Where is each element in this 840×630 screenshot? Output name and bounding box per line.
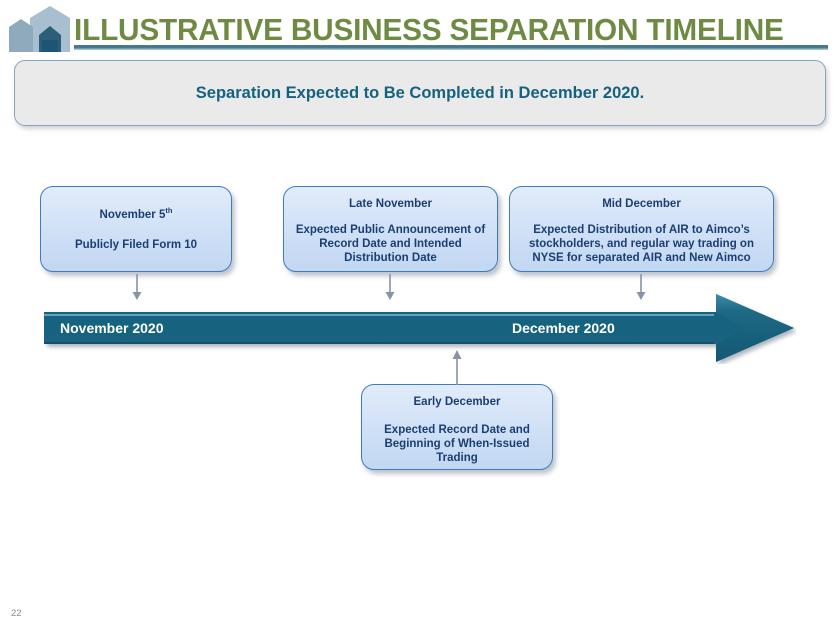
timeline-label-december: December 2020 (512, 320, 615, 336)
houses-logo-icon (6, 5, 72, 53)
title-underline-rule (74, 45, 828, 50)
milestone-body-november-5: Publicly Filed Form 10 (74, 239, 198, 251)
milestone-body-mid-december: Expected Distribution of AIR to Aimco’s … (529, 224, 754, 264)
connector-down-arrow-november-5 (128, 274, 146, 302)
summary-banner: Separation Expected to Be Completed in D… (14, 60, 826, 126)
page-number: 22 (11, 608, 22, 619)
connector-down-arrow-mid-december (632, 274, 650, 302)
ordinal-suffix: th (165, 206, 173, 216)
page-title: ILLUSTRATIVE BUSINESS SEPARATION TIMELIN… (74, 12, 784, 47)
milestone-heading-early-december: Early December (413, 396, 501, 408)
milestone-heading-late-november: Late November (348, 198, 433, 210)
milestone-body-early-december: Expected Record Date and Beginning of Wh… (384, 424, 530, 464)
milestone-box-early-december[interactable]: Early December Expected Record Date and … (361, 384, 553, 470)
milestone-heading-november-5: November 5th (99, 206, 173, 221)
milestone-heading-mid-december: Mid December (602, 198, 681, 210)
milestone-box-november-5[interactable]: November 5th Publicly Filed Form 10 (40, 186, 232, 272)
connector-down-arrow-late-november (381, 274, 399, 302)
summary-banner-text: Separation Expected to Be Completed in D… (195, 83, 645, 102)
milestone-box-mid-december[interactable]: Mid December Expected Distribution of AI… (509, 186, 774, 272)
connector-up-arrow-early-december (448, 349, 466, 385)
milestone-body-late-november: Expected Public Announcement of Record D… (295, 224, 486, 264)
milestone-box-late-november[interactable]: Late November Expected Public Announceme… (283, 186, 498, 272)
timeline-arrow (44, 292, 796, 364)
timeline-label-november: November 2020 (60, 320, 164, 336)
